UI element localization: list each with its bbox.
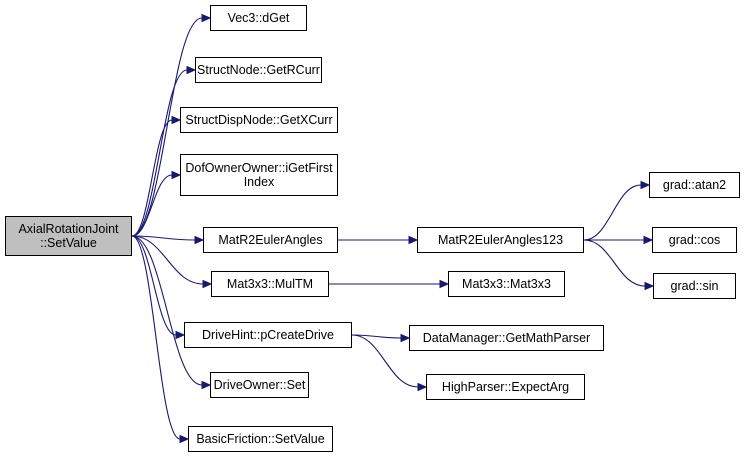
node-basicfriction-setvalue[interactable]: BasicFriction::SetValue xyxy=(188,426,333,452)
node-drivehint-pcreatedrive[interactable]: DriveHint::pCreateDrive xyxy=(184,322,352,348)
arrowhead-structdispnode_getxcurr xyxy=(171,115,182,125)
arrowhead-grad_sin xyxy=(644,281,655,291)
node-structdispnode-getxcurr[interactable]: StructDispNode::GetXCurr xyxy=(180,107,338,133)
call-edge-drivehint_pcreatedrive-to-highparser_expectarg xyxy=(351,334,419,388)
call-edge-root-to-basicfriction_setvalue xyxy=(131,235,181,440)
call-edge-matr2eulerangles123-to-grad_atan2 xyxy=(583,184,642,241)
node-grad-sin[interactable]: grad::sin xyxy=(653,273,736,299)
node-vec3-dget[interactable]: Vec3::dGet xyxy=(210,5,307,31)
node-matr2eulerangles[interactable]: MatR2EulerAngles xyxy=(203,227,338,253)
node-grad-atan2[interactable]: grad::atan2 xyxy=(649,172,740,198)
arrowhead-dofownerowner_igetfirstindex xyxy=(171,170,182,180)
call-edge-root-to-matr2eulerangles xyxy=(131,235,196,241)
node-structnode-getrcurr[interactable]: StructNode::GetRCurr xyxy=(195,57,322,83)
call-edge-root-to-mat3x3_multm xyxy=(131,235,204,285)
arrowhead-grad_atan2 xyxy=(640,180,651,190)
call-edge-root-to-dofownerowner_igetfirstindex xyxy=(131,174,173,237)
node-highparser-expectarg[interactable]: HighParser::ExpectArg xyxy=(426,374,585,400)
call-edge-root-to-drivehint_pcreatedrive xyxy=(131,235,177,336)
node-driveowner-set[interactable]: DriveOwner::Set xyxy=(210,372,309,398)
node-mat3x3-multm[interactable]: Mat3x3::MulTM xyxy=(211,271,329,297)
arrowhead-structnode_getrcurr xyxy=(186,65,197,75)
node-axialrotationjoint-setvalue: AxialRotationJoint ::SetValue xyxy=(5,216,132,256)
arrowhead-matr2eulerangles123 xyxy=(408,235,419,245)
arrowhead-driveowner_set xyxy=(201,380,212,390)
arrowhead-grad_cos xyxy=(643,235,654,245)
arrowhead-mat3x3_multm xyxy=(202,279,213,289)
arrowhead-drivehint_pcreatedrive xyxy=(175,330,186,340)
arrowhead-mat3x3_mat3x3 xyxy=(439,279,450,289)
call-edge-matr2eulerangles123-to-grad_sin xyxy=(583,239,646,287)
node-grad-cos[interactable]: grad::cos xyxy=(652,227,737,253)
call-edge-root-to-structdispnode_getxcurr xyxy=(131,119,173,237)
node-mat3x3-mat3x3[interactable]: Mat3x3::Mat3x3 xyxy=(448,271,565,297)
call-edge-root-to-driveowner_set xyxy=(131,235,203,386)
node-matr2eulerangles123[interactable]: MatR2EulerAngles123 xyxy=(417,227,584,253)
arrowhead-vec3_dget xyxy=(201,13,212,23)
call-edge-root-to-structnode_getrcurr xyxy=(131,69,188,237)
arrowhead-matr2eulerangles xyxy=(194,235,205,245)
arrowhead-datamanager_getmathparser xyxy=(400,333,411,343)
node-dofownerowner-igetfirstindex[interactable]: DofOwnerOwner::iGetFirst Index xyxy=(180,154,338,196)
arrowhead-basicfriction_setvalue xyxy=(179,434,190,444)
arrowhead-highparser_expectarg xyxy=(417,382,428,392)
node-datamanager-getmathparser[interactable]: DataManager::GetMathParser xyxy=(409,325,604,351)
